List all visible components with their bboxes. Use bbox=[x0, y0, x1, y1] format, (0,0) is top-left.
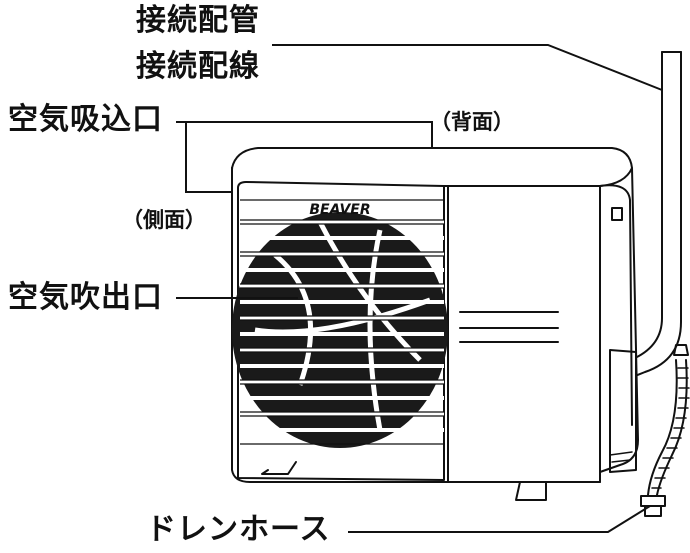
label-connecting-wiring: 接続配線 bbox=[136, 49, 260, 84]
leader-drain bbox=[348, 505, 651, 533]
brand-logo: BEAVER bbox=[309, 202, 370, 218]
front-grille bbox=[240, 220, 444, 432]
label-connecting-pipe: 接続配管 bbox=[136, 3, 260, 38]
leader-pipe bbox=[272, 44, 663, 91]
label-side: （側面） bbox=[122, 208, 206, 232]
label-air-intake: 空気吸込口 bbox=[8, 102, 163, 137]
leader-intake bbox=[176, 121, 433, 193]
leader-lines bbox=[176, 44, 663, 533]
drain-hose bbox=[640, 344, 690, 517]
label-drain-hose: ドレンホース bbox=[146, 512, 331, 547]
label-back: （背面） bbox=[430, 110, 514, 134]
label-air-outlet: 空気吹出口 bbox=[8, 280, 163, 315]
